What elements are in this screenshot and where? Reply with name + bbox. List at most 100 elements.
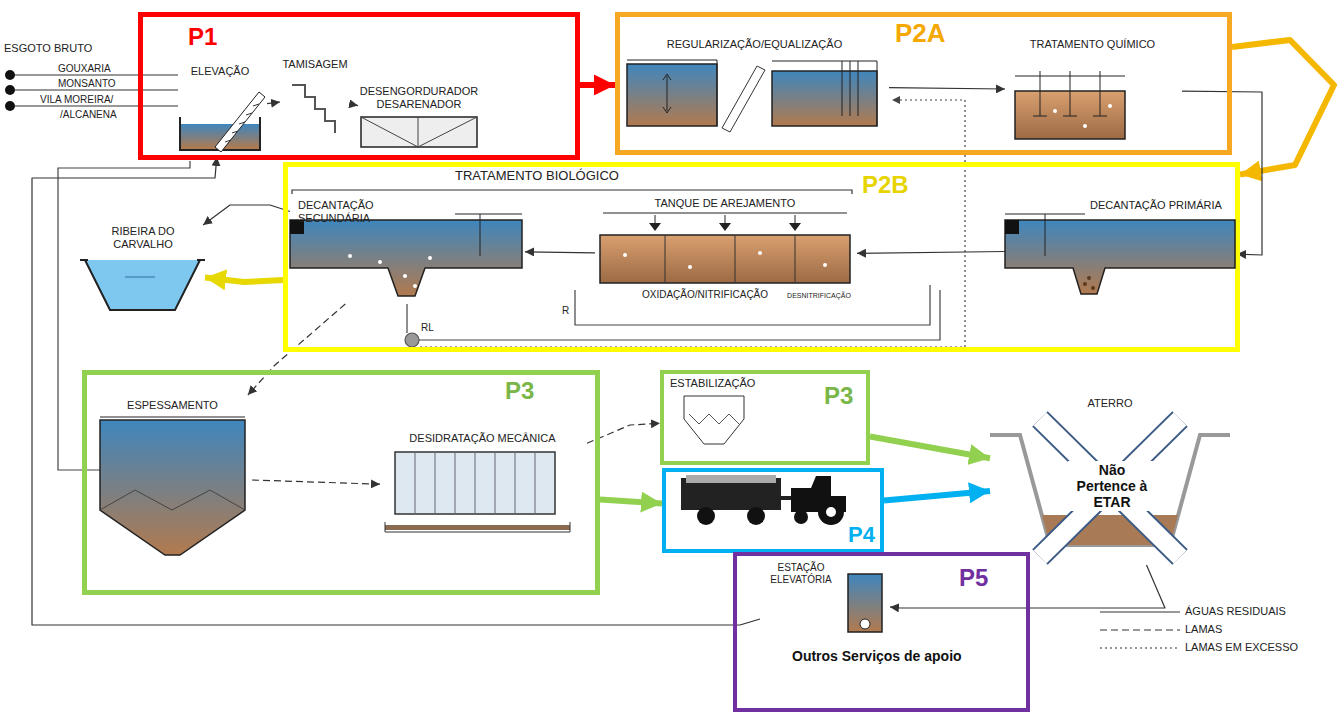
- illustration-part: [1100, 611, 1180, 612]
- flow-connector: [1232, 40, 1334, 175]
- secondary-clarifier: DECANTAÇÃO SECUNDÁRIA: [290, 196, 525, 304]
- region-label: Outros Serviços de apoio: [792, 648, 972, 664]
- region-box: REGULARIZAÇÃO/EQUALIZAÇÃO TRATAMENTO QUÍM…: [615, 12, 1232, 155]
- flow-connector: [32, 157, 760, 625]
- illustration-part: [689, 414, 739, 424]
- plain-label: MONSANTO: [58, 78, 116, 90]
- region-box: ESTAÇÃO ELEVATÓRIA P5Outros Serviços de a…: [733, 552, 1030, 712]
- region-label: P5: [959, 564, 1009, 592]
- unit-caption: Não Pertence à ETAR: [1068, 461, 1156, 511]
- unit-caption: DESENGORDURADOR DESARENADOR: [358, 85, 480, 110]
- illustration-part: [575, 285, 930, 325]
- illustration-part: [627, 64, 717, 126]
- flow-connector: [267, 102, 280, 104]
- unit-caption: TAMISAGEM: [280, 58, 350, 71]
- illustration-part: [455, 214, 522, 256]
- region-label: P3: [505, 377, 565, 405]
- illustration-part: [1108, 104, 1112, 108]
- illustration-part: [649, 223, 801, 231]
- flow-connector: [857, 252, 1005, 254]
- illustration-part: [385, 522, 570, 532]
- illustration-part: [5, 101, 15, 111]
- thickener: ESPESSAMENTO: [95, 395, 252, 560]
- illustration-part: [95, 395, 250, 560]
- flow-connector: [889, 88, 1005, 89]
- unit-caption: DESNITRIFICAÇÃO: [785, 292, 853, 300]
- plain-label: GOUXARIA: [58, 63, 111, 75]
- unit-caption: TANQUE DE AREJAMENTO: [595, 197, 855, 210]
- unit-caption: ATERRO: [1070, 397, 1150, 410]
- illustration-part: [290, 220, 522, 296]
- illustration-part: [405, 333, 419, 347]
- flow-connector: [203, 205, 290, 225]
- illustration-part: [772, 71, 877, 126]
- illustration-part: [1015, 71, 1125, 116]
- pumping-unit: ELEVAÇÃO: [175, 62, 267, 157]
- illustration-part: [100, 417, 245, 418]
- illustration-part: [1100, 629, 1180, 630]
- unit-caption: ESPESSAMENTO: [95, 399, 250, 412]
- flow-connector: [352, 104, 358, 105]
- chemical-unit: TRATAMENTO QUÍMICO: [1005, 36, 1182, 144]
- illustration-part: [292, 190, 852, 194]
- plain-label: ESGOTO BRUTO: [4, 42, 92, 55]
- unit-caption: OXIDAÇÃO/NITRIFICAÇÃO: [625, 289, 785, 301]
- illustration-part: [758, 251, 762, 255]
- illustration-part: [348, 254, 352, 258]
- illustration-part: [600, 235, 850, 283]
- illustration-part: [1040, 419, 1180, 557]
- illustration-part: [125, 277, 155, 278]
- illustration-part: [1083, 276, 1095, 290]
- plain-label: RL: [421, 322, 434, 334]
- region-box: ESPESSAMENTO DESIDRATAÇÃO MECÂNICA P3: [82, 370, 600, 595]
- illustration-part: [1005, 36, 1180, 144]
- illustration-part: [760, 562, 890, 637]
- aeration-tank: TANQUE DE AREJAMENTO OXIDAÇÃO/NITRIFICAÇÃ…: [595, 195, 857, 315]
- illustration-part: [361, 117, 477, 147]
- legend-text: LAMAS: [1185, 623, 1222, 636]
- illustration-part: [1087, 276, 1091, 280]
- plain-label: TRATAMENTO BIOLÓGICO: [455, 169, 619, 184]
- illustration-part: [627, 60, 717, 126]
- illustration-part: [665, 235, 795, 283]
- illustration-part: [623, 251, 827, 269]
- illustration-part: [684, 396, 744, 444]
- unit-caption: DECANTAÇÃO SECUNDÁRIA: [298, 199, 448, 224]
- region-label: P2A: [895, 19, 965, 49]
- illustration-part: [848, 574, 882, 632]
- illustration-part: [663, 74, 671, 113]
- flow-connector: [252, 480, 380, 484]
- illustration-part: [15, 75, 178, 106]
- unit-caption: RIBEIRA DO CARVALHO: [98, 225, 188, 250]
- illustration-part: [1005, 196, 1237, 304]
- illustration-part: [686, 475, 776, 483]
- legend-samples: [1100, 612, 1180, 648]
- illustration-part: [85, 260, 200, 310]
- unit-caption: REGULARIZAÇÃO/EQUALIZAÇÃO: [622, 38, 887, 51]
- illustration-part: [292, 85, 335, 133]
- illustration-part: [1005, 214, 1085, 256]
- illustration-part: [1053, 109, 1057, 113]
- illustration-part: [860, 619, 870, 629]
- flow-connector: [884, 491, 990, 501]
- illustration-part: [823, 263, 827, 267]
- illustration-part: [781, 496, 791, 500]
- illustration-part: [623, 253, 627, 257]
- illustration-part: [225, 104, 259, 142]
- illustration-part: [1091, 286, 1095, 290]
- plain-label: /ALCANENA: [60, 109, 117, 121]
- illustration-part: [990, 435, 1230, 545]
- region-label: P1: [188, 23, 248, 51]
- screening-unit: TAMISAGEM: [280, 55, 352, 140]
- illustration-part: [5, 85, 15, 95]
- flow-connector: [580, 82, 615, 88]
- illustration-part: [100, 420, 245, 555]
- flow-connector: [600, 499, 662, 503]
- dewatering-press: DESIDRATAÇÃO MECÂNICA: [380, 430, 587, 545]
- pumping-station: ESTAÇÃO ELEVATÓRIA: [760, 562, 890, 637]
- flow-connector: [205, 277, 283, 282]
- illustration-part: [419, 290, 940, 340]
- illustration-part: [1040, 419, 1180, 557]
- illustration-part: [892, 96, 900, 104]
